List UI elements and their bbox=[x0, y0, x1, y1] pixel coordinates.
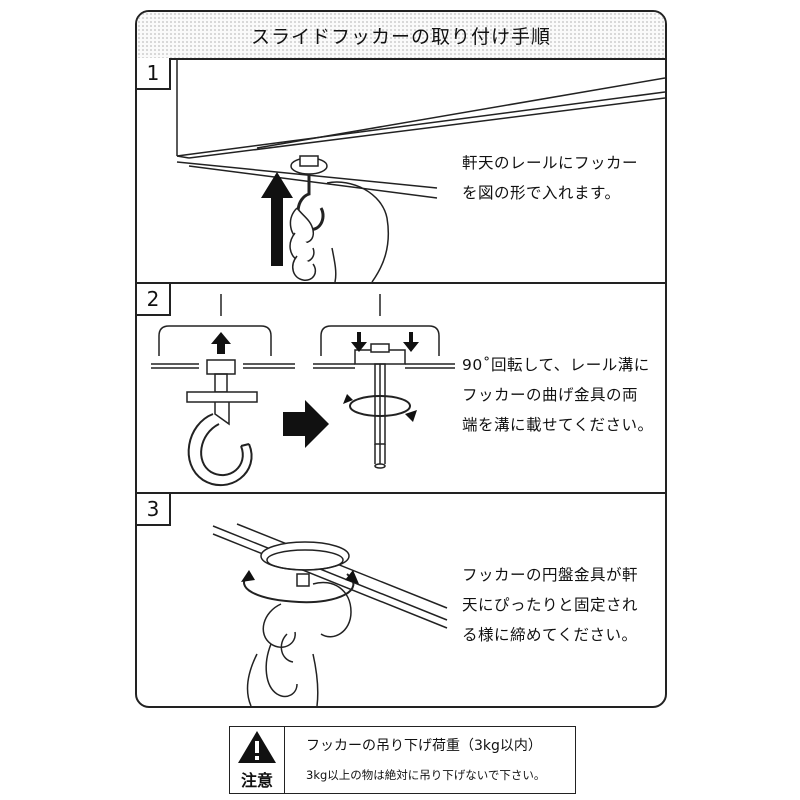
step-2-illustration bbox=[151, 294, 455, 486]
step-3-description: フッカーの円盤金具が軒 天にぴったりと固定され る様に締めてください。 bbox=[462, 566, 639, 644]
step-3-panel: 3 フッカ bbox=[137, 494, 665, 706]
step-2-panel: 2 bbox=[137, 284, 665, 494]
instruction-sheet: スライドフッカーの取り付け手順 1 bbox=[135, 10, 667, 708]
step-2-number: 2 bbox=[137, 284, 171, 316]
warning-triangle-icon bbox=[238, 731, 276, 763]
step-1-description: 軒天のレールにフッカー を図の形で入れます。 bbox=[462, 154, 639, 202]
step-1-panel: 1 bbox=[137, 58, 665, 284]
arrow-right-icon bbox=[283, 400, 329, 448]
caution-main-text: フッカーの吊り下げ荷重（3kg以内） bbox=[306, 738, 542, 754]
caution-icon-box: 注意 bbox=[230, 727, 285, 793]
caution-sub-text: 3kg以上の物は絶対に吊り下げないで下さい。 bbox=[306, 768, 546, 782]
page-title: スライドフッカーの取り付け手順 bbox=[250, 26, 551, 48]
step-1-illustration bbox=[176, 58, 665, 282]
step-2-description: 90˚回転して、レール溝に フッカーの曲げ金具の両 端を溝に載せてください。 bbox=[462, 356, 654, 434]
title-bar: スライドフッカーの取り付け手順 bbox=[137, 12, 665, 60]
step-3-illustration bbox=[212, 523, 448, 706]
step-1-number: 1 bbox=[137, 58, 171, 90]
caution-label: 注意 bbox=[240, 771, 273, 790]
caution-box: 注意 フッカーの吊り下げ荷重（3kg以内） 3kg以上の物は絶対に吊り下げないで… bbox=[229, 726, 576, 794]
step-3-number: 3 bbox=[137, 494, 171, 526]
